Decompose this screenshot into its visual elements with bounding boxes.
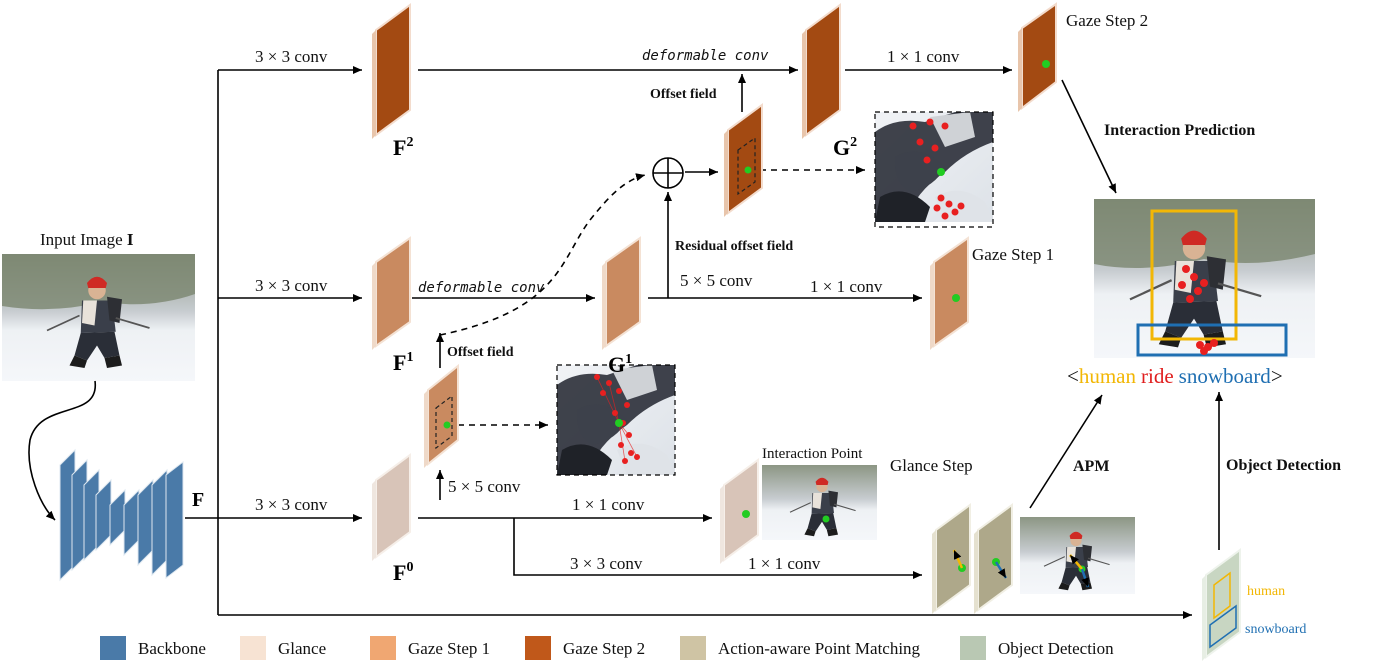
legend-label-3: Gaze Step 2 [563, 639, 645, 658]
legend-swatch-1 [240, 636, 266, 660]
legend-label-4: Action-aware Point Matching [718, 639, 921, 658]
interaction-point-output [720, 458, 759, 564]
interaction-point-label: Interaction Point [762, 446, 863, 462]
interaction-prediction-label: Interaction Prediction [1104, 122, 1255, 139]
offset-feature-gaze1 [424, 363, 459, 468]
offset-feature-gaze2 [724, 103, 763, 217]
backbone-feature-label: F [192, 489, 204, 511]
op-conv3-low: 3 × 3 conv [570, 554, 643, 573]
legend-swatch-2 [370, 636, 396, 660]
op-conv1-mid: 1 × 1 conv [810, 277, 883, 296]
legend-label-2: Gaze Step 1 [408, 639, 490, 658]
gaze-step-1-label: Gaze Step 1 [972, 245, 1054, 264]
wiring [185, 66, 1223, 619]
feature-f2-label: F2 [393, 135, 413, 160]
feature-f1 [372, 236, 411, 350]
op-conv1-low: 1 × 1 conv [748, 554, 821, 573]
gaze-step-2-output [1018, 2, 1057, 112]
closeup-gaze2-photo [874, 111, 994, 228]
feature-g1 [602, 236, 641, 350]
human-tag: human [1247, 584, 1285, 599]
glance-step-slab-a [932, 503, 971, 614]
legend: Backbone Glance Gaze Step 1 Gaze Step 2 Acti… [100, 636, 1114, 660]
apm-label: APM [1073, 458, 1109, 475]
op-deformable-mid: deformable conv [418, 280, 545, 296]
op-conv5-mid: 5 × 5 conv [680, 271, 753, 290]
object-detection-output [1202, 548, 1241, 661]
legend-swatch-3 [525, 636, 551, 660]
interaction-point-photo [762, 465, 877, 540]
glance-step-label: Glance Step [890, 456, 973, 475]
gaze-step-2-label: Gaze Step 2 [1066, 11, 1148, 30]
legend-label-1: Glance [278, 639, 326, 658]
op-conv3-top: 3 × 3 conv [255, 47, 328, 66]
object-detection-label: Object Detection [1226, 457, 1341, 474]
snowboard-tag: snowboard [1245, 622, 1306, 637]
elementwise-sum-icon [652, 157, 684, 189]
closeup-gaze1-photo [556, 364, 676, 476]
feature-g1-label: G1 [608, 352, 632, 377]
feature-f2 [372, 3, 411, 139]
legend-label-0: Backbone [138, 639, 206, 658]
legend-swatch-5 [960, 636, 986, 660]
input-image-photo [2, 254, 195, 381]
feature-f1-label: F1 [393, 350, 413, 375]
offset-field-top-label: Offset field [650, 87, 717, 102]
feature-g2-label: G2 [833, 135, 857, 160]
op-deformable-top: deformable conv [642, 48, 769, 64]
residual-offset-label: Residual offset field [675, 239, 793, 254]
legend-swatch-4 [680, 636, 706, 660]
interaction-prediction-photo [1094, 199, 1315, 358]
input-to-backbone-arrow [28, 380, 96, 521]
op-conv5-bot: 5 × 5 conv [448, 477, 521, 496]
legend-swatch-0 [100, 636, 126, 660]
backbone-block [59, 448, 184, 582]
op-conv1-bot: 1 × 1 conv [572, 495, 645, 514]
offset-field-mid-label: Offset field [447, 345, 514, 360]
op-conv3-mid: 3 × 3 conv [255, 276, 328, 295]
feature-g2 [802, 3, 841, 139]
apm-matching-photo [1020, 517, 1135, 594]
feature-f0-label: F0 [393, 560, 413, 585]
input-image-label: Input Image I [40, 230, 134, 249]
op-conv1-top: 1 × 1 conv [887, 47, 960, 66]
glance-step-slab-b [974, 503, 1013, 614]
gaze-step-1-output [930, 236, 969, 350]
legend-label-5: Object Detection [998, 639, 1114, 658]
feature-f0 [372, 453, 411, 561]
op-conv3-bot: 3 × 3 conv [255, 495, 328, 514]
